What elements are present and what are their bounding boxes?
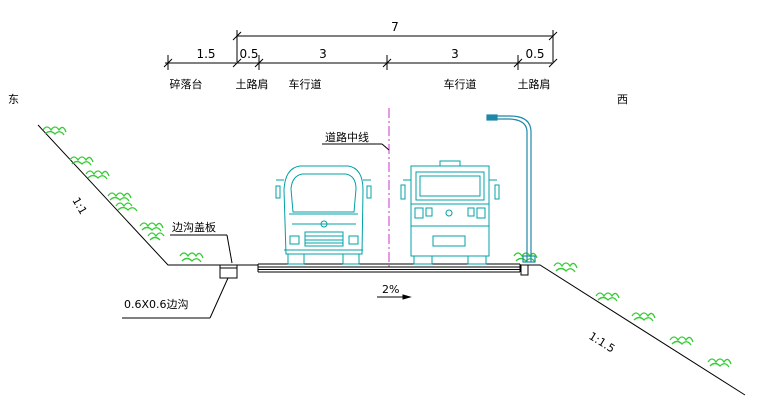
- label-lane-right: 车行道: [444, 77, 477, 91]
- dim-shoulder-left: 0.5: [239, 47, 258, 61]
- centerline-leader: [322, 143, 390, 151]
- label-west: 西: [617, 93, 628, 106]
- label-slope-left: 1:1: [69, 195, 89, 217]
- label-ditch: 0.6X0.6边沟: [124, 298, 189, 311]
- dim-berm: 1.5: [196, 47, 215, 61]
- ditch-leader: [122, 277, 229, 319]
- label-shoulder-left: 土路肩: [236, 77, 269, 91]
- vegetation-shrubs: [42, 126, 732, 368]
- dim-lane-right: 3: [451, 47, 459, 61]
- label-slope-right: 1:1.5: [586, 330, 617, 356]
- label-east: 东: [8, 93, 19, 106]
- street-lamp-icon: [486, 114, 536, 263]
- dim-shoulder-right: 0.5: [525, 47, 544, 61]
- label-ditch-cover: 边沟盖板: [172, 220, 216, 234]
- label-berm: 碎落台: [170, 77, 203, 91]
- ground-profile: [37, 124, 746, 396]
- label-shoulder-right: 土路肩: [518, 77, 551, 91]
- minibus-front-icon: [275, 165, 372, 265]
- ditch-cover-leader: [170, 234, 233, 264]
- dim-lane-left: 3: [319, 47, 327, 61]
- dimension-lines: [163, 30, 558, 70]
- crossfall-arrow: [377, 294, 412, 300]
- label-centerline: 道路中线: [325, 130, 369, 144]
- label-lane-left: 车行道: [289, 77, 322, 91]
- dim-total: 7: [391, 20, 399, 34]
- label-crossfall: 2%: [382, 283, 399, 296]
- bus-front-icon: [400, 160, 500, 265]
- side-ditch: [219, 264, 529, 279]
